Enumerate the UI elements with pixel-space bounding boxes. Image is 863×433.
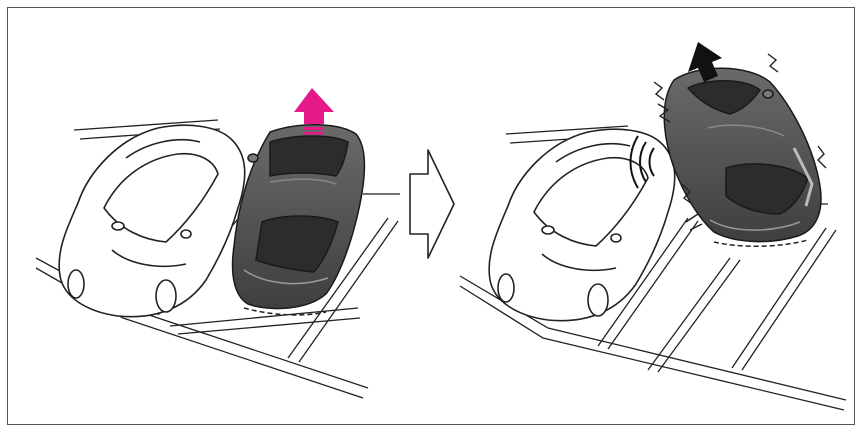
illustration-frame	[7, 7, 855, 425]
dark-car-left	[233, 125, 365, 315]
white-car-right	[489, 129, 675, 320]
scene-after	[460, 42, 846, 410]
dark-car-right	[664, 68, 821, 246]
right-arrow-icon	[410, 150, 454, 258]
white-car-left	[59, 125, 245, 316]
scene-before	[36, 88, 400, 398]
parking-illustration	[8, 8, 854, 424]
